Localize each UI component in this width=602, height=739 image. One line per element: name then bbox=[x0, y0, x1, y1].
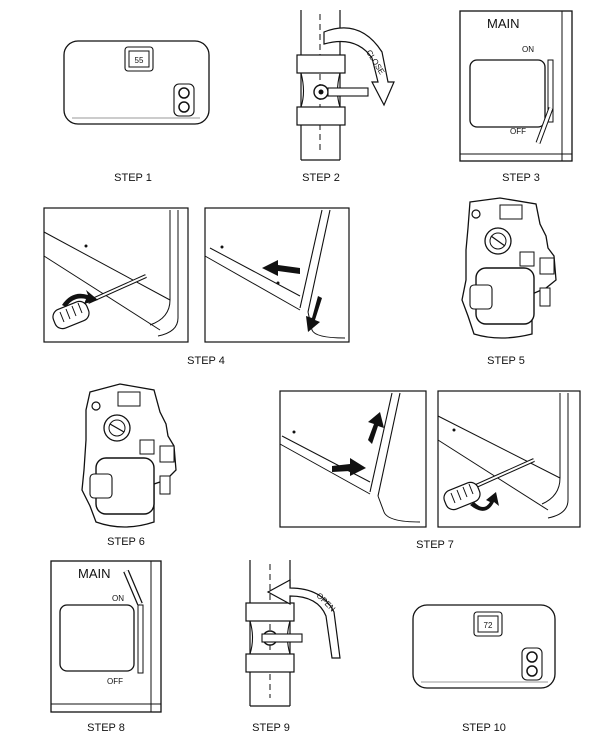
switch-off-label: OFF bbox=[107, 677, 123, 686]
step-4-remove-panel: STEP 4 bbox=[43, 207, 350, 367]
step-1-thermostat: 55 STEP 1 bbox=[63, 40, 210, 184]
step-6-gas-valve: STEP 6 bbox=[81, 383, 177, 548]
step-label: STEP 5 bbox=[487, 355, 525, 367]
step-label: STEP 8 bbox=[87, 722, 125, 734]
step-label: STEP 10 bbox=[462, 722, 506, 734]
screwdriver-icon bbox=[52, 274, 147, 330]
switch-title: MAIN bbox=[78, 566, 111, 581]
switch-off-label: OFF bbox=[510, 127, 526, 136]
step-label: STEP 3 bbox=[502, 172, 540, 184]
arrow-icon bbox=[332, 458, 366, 476]
thermostat-display-value: 72 bbox=[484, 621, 493, 630]
step-3-main-switch: MAIN ON OFF STEP 3 bbox=[459, 10, 573, 184]
arrow-icon bbox=[262, 260, 300, 276]
step-label: STEP 7 bbox=[416, 539, 454, 551]
switch-on-label: ON bbox=[112, 594, 124, 603]
rotate-arrow-icon bbox=[470, 492, 499, 511]
step-7-replace-panel: STEP 7 bbox=[279, 390, 581, 551]
switch-title: MAIN bbox=[487, 16, 520, 31]
step-8-main-switch: MAIN ON OFF STEP 8 bbox=[50, 560, 162, 734]
step-10-thermostat: 72 STEP 10 bbox=[412, 604, 556, 734]
step-5-gas-valve: STEP 5 bbox=[461, 197, 557, 367]
arrow-icon bbox=[306, 296, 322, 332]
thermostat-display-value: 55 bbox=[135, 56, 144, 65]
step-label: STEP 1 bbox=[114, 172, 152, 184]
arrow-icon bbox=[368, 412, 384, 444]
step-9-gas-valve: OPEN STEP 9 bbox=[245, 560, 341, 734]
step-label: STEP 9 bbox=[252, 722, 290, 734]
screwdriver-icon bbox=[443, 458, 535, 511]
step-label: STEP 4 bbox=[187, 355, 225, 367]
step-label: STEP 6 bbox=[107, 536, 145, 548]
step-label: STEP 2 bbox=[302, 172, 340, 184]
rotate-arrow-icon bbox=[62, 290, 98, 307]
switch-on-label: ON bbox=[522, 45, 534, 54]
step-2-gas-valve: CLOSE STEP 2 bbox=[296, 10, 395, 184]
